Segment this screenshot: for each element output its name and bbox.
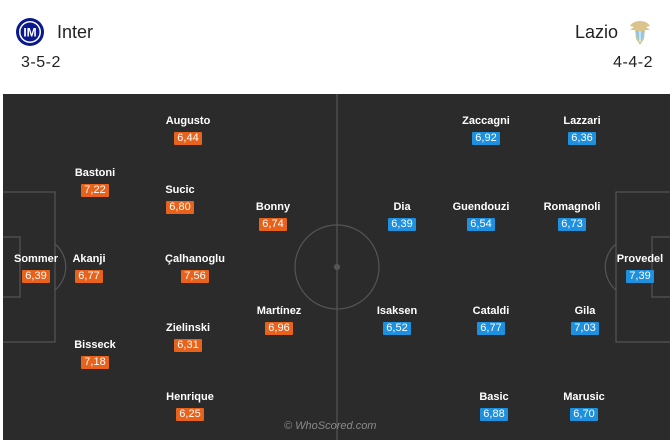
pitch-lines: [3, 94, 670, 440]
player-name: Bisseck: [74, 339, 116, 351]
player-name: Sommer: [13, 253, 59, 265]
player-lazzari[interactable]: Lazzari 6,36: [542, 115, 622, 146]
player-name: Martínez: [256, 305, 302, 317]
player-rating: 6,31: [174, 339, 202, 352]
player-sommer[interactable]: Sommer 6,39: [3, 253, 76, 284]
player-martinez[interactable]: Martínez 6,96: [239, 305, 319, 336]
player-name: Bastoni: [74, 167, 116, 179]
player-name: Dia: [393, 201, 411, 213]
player-rating: 6,96: [265, 322, 293, 335]
player-rating: 6,92: [472, 132, 500, 145]
player-rating: 6,25: [176, 408, 204, 421]
player-henrique[interactable]: Henrique 6,25: [150, 391, 230, 422]
home-team-name: Inter: [57, 22, 94, 42]
player-gila[interactable]: Gila 7,03: [545, 305, 625, 336]
player-name: Gila: [574, 305, 596, 317]
match-header: IM Inter 3-5-2 Lazio 4-4-2: [0, 0, 671, 94]
player-rating: 6,39: [388, 218, 416, 231]
player-rating: 6,70: [570, 408, 598, 421]
player-rating: 7,22: [81, 184, 109, 197]
player-name: Zaccagni: [462, 115, 510, 127]
whoscored-watermark: © WhoScored.com: [284, 420, 377, 432]
player-rating: 6,52: [383, 322, 411, 335]
player-name: Provedel: [616, 253, 664, 265]
player-name: Zielinski: [165, 322, 211, 334]
svg-text:IM: IM: [23, 26, 36, 40]
player-romagnoli[interactable]: Romagnoli 6,73: [532, 201, 612, 232]
player-marusic[interactable]: Marusic 6,70: [544, 391, 624, 422]
player-bastoni[interactable]: Bastoni 7,22: [55, 167, 135, 198]
home-formation: 3-5-2: [21, 54, 61, 71]
player-dia[interactable]: Dia 6,39: [362, 201, 442, 232]
player-rating: 6,77: [75, 270, 103, 283]
player-name: Marusic: [563, 391, 605, 403]
player-name: Cataldi: [472, 305, 510, 317]
player-name: Akanji: [72, 253, 106, 265]
player-rating: 6,39: [22, 270, 50, 283]
player-rating: 7,56: [181, 270, 209, 283]
player-calhanoglu[interactable]: Çalhanoglu 7,56: [155, 253, 235, 284]
player-name: Bonny: [255, 201, 291, 213]
player-rating: 6,36: [568, 132, 596, 145]
player-rating: 7,39: [626, 270, 654, 283]
player-sucic[interactable]: Sucic 6,80: [140, 184, 220, 215]
lazio-eagle-icon: [630, 21, 650, 45]
player-name: Isaksen: [376, 305, 418, 317]
player-zielinski[interactable]: Zielinski 6,31: [148, 322, 228, 353]
player-rating: 6,44: [174, 132, 202, 145]
player-rating: 6,77: [477, 322, 505, 335]
player-guendouzi[interactable]: Guendouzi 6,54: [441, 201, 521, 232]
player-name: Çalhanoglu: [165, 253, 225, 265]
player-rating: 6,88: [480, 408, 508, 421]
player-augusto[interactable]: Augusto 6,44: [148, 115, 228, 146]
player-provedel[interactable]: Provedel 7,39: [600, 253, 670, 284]
player-rating: 6,74: [259, 218, 287, 231]
player-name: Henrique: [166, 391, 214, 403]
player-akanji[interactable]: Akanji 6,77: [49, 253, 129, 284]
player-basic[interactable]: Basic 6,88: [454, 391, 534, 422]
player-rating: 6,54: [467, 218, 495, 231]
player-isaksen[interactable]: Isaksen 6,52: [357, 305, 437, 336]
player-name: Lazzari: [563, 115, 601, 127]
player-rating: 7,03: [571, 322, 599, 335]
player-rating: 6,73: [558, 218, 586, 231]
player-cataldi[interactable]: Cataldi 6,77: [451, 305, 531, 336]
player-zaccagni[interactable]: Zaccagni 6,92: [446, 115, 526, 146]
player-bisseck[interactable]: Bisseck 7,18: [55, 339, 135, 370]
player-name: Romagnoli: [543, 201, 601, 213]
player-name: Basic: [479, 391, 509, 403]
player-name: Guendouzi: [452, 201, 510, 213]
inter-crest-icon: IM: [16, 18, 44, 46]
player-rating: 6,80: [166, 201, 194, 214]
pitch: Sommer 6,39 Bastoni 7,22 Akanji 6,77 Bis…: [3, 94, 670, 440]
away-formation: 4-4-2: [613, 54, 653, 71]
player-rating: 7,18: [81, 356, 109, 369]
player-name: Sucic: [165, 184, 195, 196]
player-bonny[interactable]: Bonny 6,74: [233, 201, 313, 232]
player-name: Augusto: [165, 115, 211, 127]
away-team-name: Lazio: [574, 22, 618, 42]
